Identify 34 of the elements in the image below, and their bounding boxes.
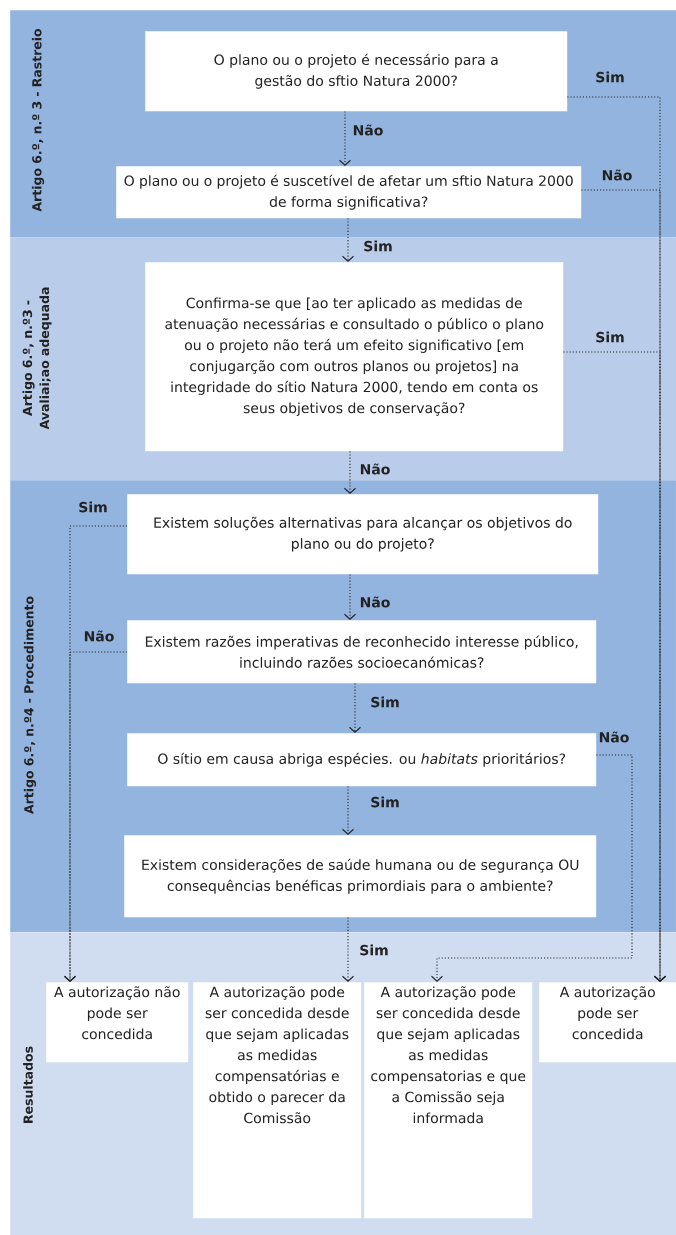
edge-label: Sim	[364, 240, 392, 252]
edge-label: Sim	[79, 501, 107, 513]
question-box: Existem razões imperativas de reconhecido interesse público, incluindo razões socioecanómicas?	[127, 620, 597, 684]
question-box: Existem considerações de saúde humana ou de segurança OU consequências benéficas primordiais para o ambiente?	[124, 835, 597, 918]
edge-label: Não	[353, 124, 383, 136]
edge-label: Sim	[360, 944, 388, 956]
arrow	[341, 916, 355, 982]
edge-label: Não	[360, 596, 390, 608]
edge-label: Não	[84, 630, 114, 642]
edge-label: Sim	[596, 71, 624, 83]
arrow	[343, 573, 357, 620]
edge-label: Não	[602, 169, 632, 181]
arrow	[343, 450, 357, 494]
question-box: O sítio em causa abriga espécies. ou habitats prioritários?	[127, 733, 597, 787]
result-box: A autorização pode ser concedida	[539, 982, 676, 1063]
arrow	[341, 785, 355, 835]
result-box: A autorização pode ser concedida desde que sejam aplicadas as medidas compensatórias e obtido o parecer da Comissão	[193, 982, 362, 1219]
edge-label: Sim	[371, 696, 399, 708]
edge-label: Sim	[371, 796, 399, 808]
result-box: A autorização não pode ser concedida	[46, 982, 189, 1063]
question-box: O plano ou o projeto é necessário para a gestão do sftio Natura 2000?	[145, 31, 568, 112]
edge-label: Não	[360, 463, 390, 475]
edge-label: Sim	[596, 331, 624, 343]
question-box: Confirma-se que [ao ter aplicado as medidas de atenuação necessárias e consultado o público o plano ou o projeto não terá um efeito significativo [em conjugarção com outros planos ou projetos] na integridade do sítio Natura 2000, tendo em conta os seus objetivos de conservação?	[145, 262, 564, 452]
edge-label: Não	[599, 731, 629, 743]
result-box: A autorização pode ser concedida desde que sejam aplicadas as medidas compensatorias e que a Comissão seja informada	[364, 982, 533, 1219]
arrow	[63, 651, 128, 982]
question-box: O plano ou o projeto é suscetível de afetar um sftio Natura 2000 de forma significativa?	[116, 166, 582, 219]
arrow	[341, 217, 355, 262]
arrow	[430, 754, 633, 982]
arrow	[348, 682, 362, 733]
arrow	[562, 351, 667, 982]
arrow	[338, 110, 352, 166]
question-box: Existem soluções alternativas para alcançar os objetivos do plano ou do projeto?	[127, 494, 599, 575]
